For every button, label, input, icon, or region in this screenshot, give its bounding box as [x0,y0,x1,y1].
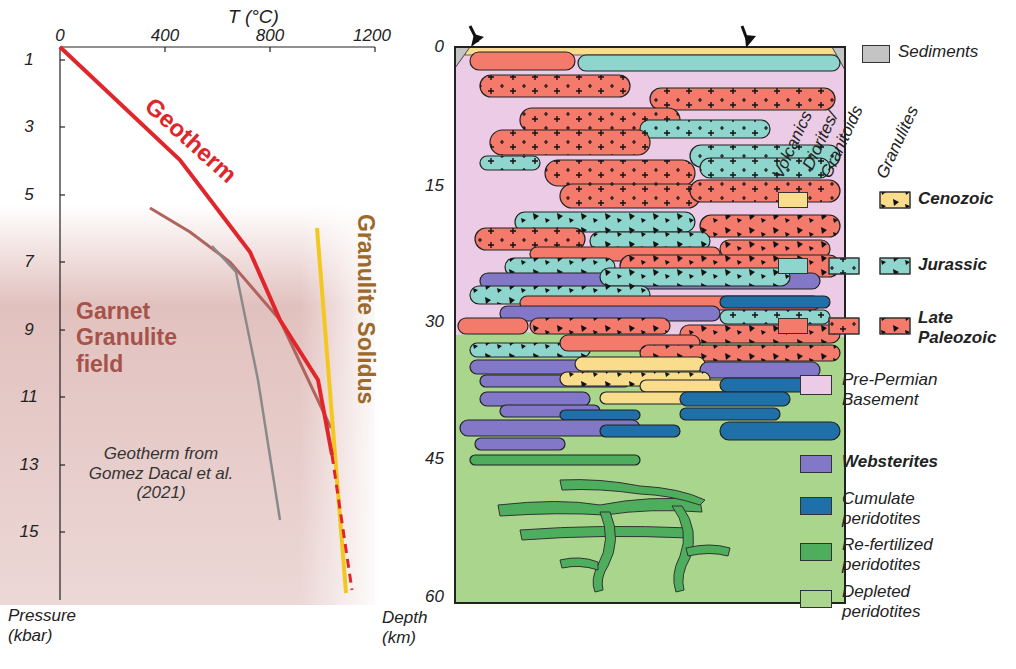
axis-label: 45 [410,449,444,469]
rock-lens [680,325,840,343]
axis-label: Geotherm from Gomez Dacal et al. (2021) [84,444,238,503]
legend-text: Jurassic [918,255,1013,275]
legend-text: Cumulate peridotites [842,489,972,528]
rock-lens [578,55,840,71]
legend-swatch [778,318,808,334]
axis-label: 9 [14,320,44,340]
rock-lens [480,392,590,406]
rock-lens [600,268,790,286]
axis-label: 1200 [346,26,398,46]
rock-lens [470,455,640,465]
rock-lens [545,160,695,186]
rock-lens [458,318,528,334]
legend-swatch [800,375,832,395]
legend-text: Websterites [842,452,992,472]
axis-label: 15 [410,176,444,196]
rock-lens [560,184,700,208]
rock-lens [530,318,670,334]
axis-label: 5 [14,185,44,205]
axis-label: 60 [410,587,444,607]
legend-swatch [800,497,832,515]
rock-lens [480,156,540,170]
legend-text: Sediments [898,42,1008,62]
rock-lens [575,357,705,371]
rock-lens [480,156,540,170]
rock-lens [470,52,575,70]
axis-label: 0 [48,26,72,46]
axis-label: 400 [143,26,187,46]
rock-lens [720,310,830,324]
axis-label: T (°C) [228,6,279,28]
legend-text: Depleted peridotites [842,582,972,621]
rock-lens [720,422,840,440]
rock-lens [545,160,695,186]
rock-lens [700,215,840,237]
rock-lens [690,180,840,202]
axis-label: Granulites [872,103,922,181]
rock-lens [680,408,780,420]
axis-label: Depth (km) [382,608,446,647]
rock-lens [650,88,835,110]
axis-label: 3 [14,117,44,137]
rock-lens [600,268,790,286]
legend-swatch [800,455,832,473]
legend-text: Pre-Permian Basement [842,370,1002,409]
legend-swatch [800,590,832,608]
rock-lens [475,438,565,450]
rock-lens [640,120,770,138]
rock-lens [690,180,840,202]
axis-label: 0 [410,37,444,57]
axis-label: 7 [14,252,44,272]
axis-label: 15 [14,522,44,542]
legend-swatch [862,45,890,63]
rock-lens [680,392,790,406]
rock-lens [480,75,630,97]
axis-label: 13 [14,455,44,475]
axis-label: 800 [248,26,292,46]
legend-text: Late Paleozoic [918,308,1013,347]
rock-lens [720,310,830,324]
rock-lens [650,88,835,110]
rock-lens [490,130,650,155]
legend-swatch [778,258,808,274]
legend-swatch [778,192,808,208]
rock-lens [480,75,630,97]
axis-label: 30 [410,312,444,332]
legend-swatch [800,543,832,561]
rock-lens [680,325,840,343]
axis-label: Granulite Solidus [353,214,379,404]
axis-label: 11 [14,387,44,407]
rock-lens [700,215,840,237]
rock-lens [600,425,680,437]
rock-lens [490,130,650,155]
rock-lens [560,184,700,208]
axis-label: 1 [14,50,44,70]
legend-text: Re-fertilized peridotites [842,535,972,574]
rock-lens [530,318,670,334]
axis-label: Pressure (kbar) [8,606,98,645]
rock-lens [720,296,830,308]
axis-label: Garnet Granulite field [76,298,216,377]
rock-lens [560,410,640,420]
rock-lens [640,120,770,138]
legend-text: Cenozoic [918,189,1013,209]
